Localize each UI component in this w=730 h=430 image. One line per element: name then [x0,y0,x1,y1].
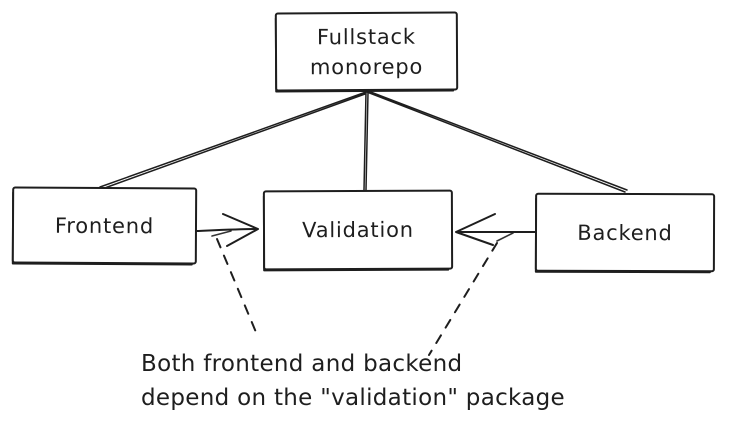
node-validation-label: Validation [302,217,414,243]
annotation-pointer-left [216,238,259,338]
edge-monorepo-frontend [99,91,367,190]
node-validation: Validation [262,189,454,271]
node-backend: Backend [534,192,716,273]
frontend-arrowhead-icon [222,213,259,247]
node-backend-label: Backend [577,220,673,245]
annotation-line-2: depend on the "validation" package [141,385,566,411]
node-fullstack-monorepo-label: Fullstack monorepo [310,21,423,82]
annotation-pointer-right [428,242,498,356]
annotation-text: Both frontend and backend depend on the … [141,347,565,415]
node-label-line-2: monorepo [309,54,424,79]
node-frontend: Frontend [11,186,198,265]
edge-frontend-validation-arrow [196,228,258,232]
node-label-line-1: Fullstack [316,24,416,49]
edge-monorepo-backend [366,90,628,193]
edge-monorepo-validation [363,91,369,191]
node-frontend-label: Frontend [54,213,155,238]
annotation-line-1: Both frontend and backend [141,351,463,377]
frontend-arrowhead-sketch-stroke [211,230,232,237]
backend-arrowhead-icon [455,213,496,246]
backend-arrowhead-sketch-stroke [496,232,514,242]
node-fullstack-monorepo: Fullstack monorepo [274,11,459,92]
